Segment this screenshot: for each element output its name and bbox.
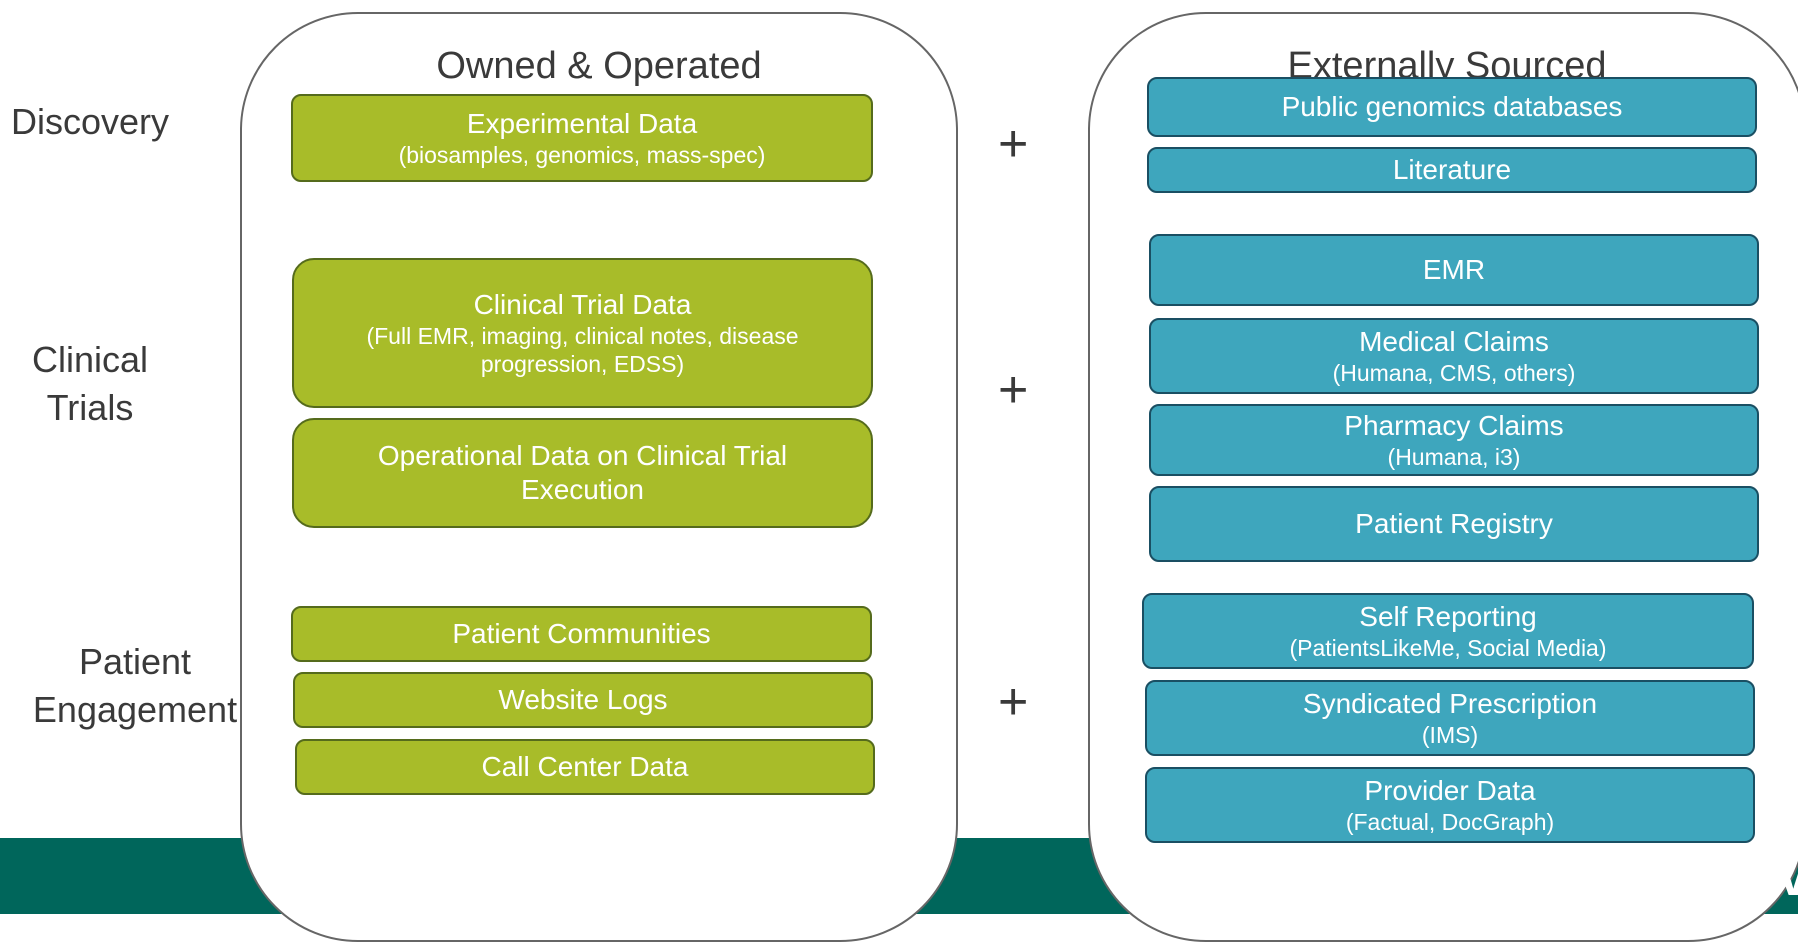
operational-data-box: Operational Data on Clinical Trial Execu…: [292, 418, 873, 528]
call-center-data-title: Call Center Data: [481, 751, 689, 782]
provider-data-box: Provider Data (Factual, DocGraph): [1145, 767, 1755, 843]
row-label-discovery: Discovery: [10, 101, 170, 142]
operational-data-title: Operational Data on Clinical Trial Execu…: [377, 440, 788, 505]
public-genomics-title: Public genomics databases: [1281, 91, 1623, 122]
medical-claims-title: Medical Claims: [1359, 326, 1549, 357]
website-logs-box: Website Logs: [293, 672, 873, 728]
clinical-trial-data-sub: (Full EMR, imaging, clinical notes, dise…: [366, 323, 799, 377]
plus-sign-clinical-trials: +: [998, 361, 1029, 419]
syndicated-prescription-sub: (IMS): [1421, 722, 1479, 748]
pharmacy-claims-box: Pharmacy Claims (Humana, i3): [1149, 404, 1759, 476]
plus-sign-discovery: +: [998, 115, 1029, 173]
medical-claims-sub: (Humana, CMS, others): [1332, 360, 1576, 386]
patient-communities-title: Patient Communities: [452, 618, 711, 649]
clinical-trial-data-title: Clinical Trial Data: [473, 289, 692, 320]
self-reporting-box: Self Reporting (PatientsLikeMe, Social M…: [1142, 593, 1754, 669]
plus-sign-patient-engagement: +: [998, 673, 1029, 731]
patient-registry-box: Patient Registry: [1149, 486, 1759, 562]
literature-box: Literature: [1147, 147, 1757, 193]
pivotal-logo: Pivot: [1725, 844, 1798, 907]
row-label-clinical-trials: Clinical Trials: [31, 339, 149, 428]
website-logs-title: Website Logs: [498, 684, 668, 715]
experimental-data-box: Experimental Data (biosamples, genomics,…: [291, 94, 873, 182]
syndicated-prescription-title: Syndicated Prescription: [1302, 688, 1598, 719]
self-reporting-title: Self Reporting: [1359, 601, 1537, 632]
patient-communities-box: Patient Communities: [291, 606, 872, 662]
pharmacy-claims-title: Pharmacy Claims: [1344, 410, 1564, 441]
row-label-patient-engagement: Patient Engagement: [32, 641, 238, 730]
public-genomics-box: Public genomics databases: [1147, 77, 1757, 137]
patient-registry-title: Patient Registry: [1355, 508, 1553, 539]
pharmacy-claims-sub: (Humana, i3): [1387, 444, 1521, 470]
clinical-trial-data-box: Clinical Trial Data (Full EMR, imaging, …: [292, 258, 873, 408]
experimental-data-sub: (biosamples, genomics, mass-spec): [398, 142, 766, 168]
syndicated-prescription-box: Syndicated Prescription (IMS): [1145, 680, 1755, 756]
medical-claims-box: Medical Claims (Humana, CMS, others): [1149, 318, 1759, 394]
owned-panel-title: Owned & Operated: [436, 45, 762, 87]
self-reporting-sub: (PatientsLikeMe, Social Media): [1289, 635, 1607, 661]
provider-data-title: Provider Data: [1364, 775, 1536, 806]
call-center-data-box: Call Center Data: [295, 739, 875, 795]
literature-title: Literature: [1392, 154, 1512, 185]
emr-box: EMR: [1149, 234, 1759, 306]
provider-data-sub: (Factual, DocGraph): [1345, 809, 1555, 835]
emr-title: EMR: [1422, 254, 1486, 285]
experimental-data-title: Experimental Data: [466, 108, 698, 139]
